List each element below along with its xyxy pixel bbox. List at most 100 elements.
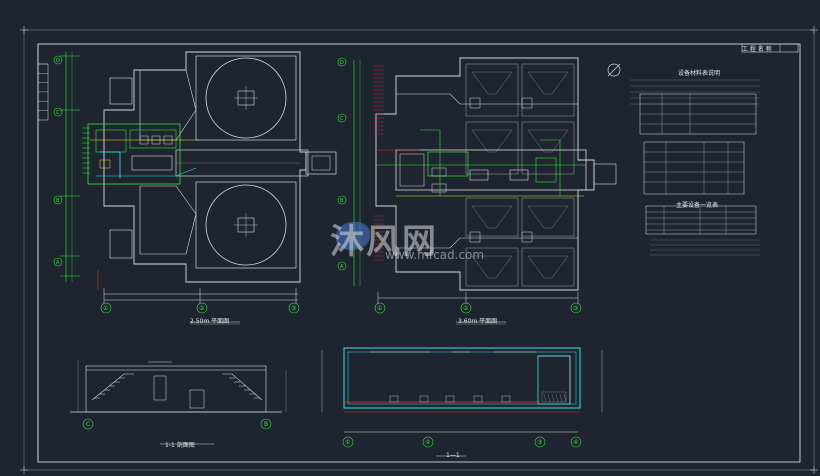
valve — [521, 231, 533, 243]
watermark-text: 沐风网 — [330, 222, 438, 262]
valve — [521, 97, 533, 109]
axis-bubble — [342, 436, 354, 448]
equipment-box — [431, 167, 447, 177]
pipe-green — [540, 139, 561, 196]
notes-table-2 — [643, 141, 745, 195]
chamber-hopper — [527, 255, 569, 279]
chamber-hopper — [471, 205, 513, 229]
pump-room-top — [109, 77, 133, 105]
filter-chamber — [521, 63, 575, 117]
table-heading: 主要设备一览表 — [676, 202, 719, 209]
grid-bubble — [53, 257, 63, 267]
axis-bubble — [82, 418, 94, 430]
section-left-title: 1-1 剖面图 — [165, 442, 195, 449]
chamber-hopper — [471, 255, 513, 279]
axis-bubble — [374, 302, 386, 314]
axis-bubble — [196, 302, 208, 314]
grid-bubble — [53, 195, 63, 205]
axis-bubble-label: ② — [199, 305, 205, 312]
filter-chamber — [465, 121, 519, 175]
operation-room — [87, 123, 181, 185]
fitting-yellow — [99, 159, 111, 169]
chamber-hopper — [471, 129, 513, 153]
grid-bubble-label: C — [340, 116, 344, 122]
left-plan-outline — [103, 51, 307, 283]
tank-top — [195, 55, 297, 141]
grid-bubble-label: B — [340, 198, 344, 204]
axis-bubble — [260, 418, 272, 430]
grid-bubble-label: D — [56, 58, 60, 64]
gravel-mark — [547, 393, 551, 403]
right-plan-outline — [375, 57, 595, 291]
chamber-hopper — [471, 71, 513, 95]
equipment-tank — [469, 169, 489, 181]
plan-right-title: 3.60m 平面图 — [458, 318, 498, 325]
axis-bubble — [100, 302, 112, 314]
corridor-room — [399, 153, 425, 187]
north-arrow-needle — [607, 63, 621, 77]
axis-bubble-label: ③ — [291, 305, 296, 312]
gravel-mark — [559, 393, 563, 403]
grid-bubble — [337, 57, 347, 67]
valve — [469, 97, 481, 109]
section-tank-outline — [343, 347, 581, 409]
filter-chamber — [465, 247, 519, 287]
filter-chamber — [521, 247, 575, 287]
equipment-table — [645, 205, 757, 235]
axis-bubble-label: C — [86, 421, 90, 428]
outer-frame — [23, 29, 815, 471]
axis-bubble-label: ② — [425, 439, 431, 446]
outlet-box — [305, 151, 337, 175]
filter-chamber — [465, 63, 519, 117]
section-support — [473, 395, 483, 403]
section-building — [85, 365, 267, 413]
left-funnel-top — [139, 69, 197, 141]
grid-bubble — [337, 195, 347, 205]
section-support — [445, 395, 455, 403]
title-block-text: 工 程 名 称 — [742, 46, 772, 53]
clarifier-bottom — [205, 184, 287, 266]
corridor-equipment — [535, 157, 557, 183]
axis-bubble-label: ③ — [537, 439, 542, 446]
chamber-hopper — [527, 205, 569, 229]
section-wet-well-detail — [538, 355, 571, 404]
axis-bubble — [460, 302, 472, 314]
grid-bubble — [337, 261, 347, 271]
grid-bubble-label: C — [56, 110, 60, 116]
north-arrow — [607, 63, 621, 77]
axis-bubble — [422, 436, 434, 448]
equipment-tank — [131, 155, 173, 171]
axis-bubble-label: B — [264, 421, 268, 428]
axis-bubble — [534, 436, 546, 448]
equipment-box — [431, 183, 447, 193]
chamber-hopper — [527, 71, 569, 95]
watermark-url: www.mfcad.com — [385, 248, 485, 262]
grid-bubble-label: A — [340, 264, 344, 270]
section-door — [189, 389, 205, 409]
axis-bubble — [288, 302, 300, 314]
filter-chamber — [521, 197, 575, 237]
axis-bubble — [570, 302, 582, 314]
grid-bubble — [337, 113, 347, 123]
section-stair — [222, 373, 263, 401]
right-corridor — [395, 149, 587, 191]
main-pipe — [396, 237, 578, 249]
clarifier-top — [205, 57, 287, 139]
axis-bubble-label: ④ — [573, 439, 578, 446]
section-support — [389, 395, 399, 403]
operation-room-inner — [95, 129, 127, 153]
pipe-cyan — [96, 167, 197, 177]
right-outlet-box — [593, 163, 617, 185]
gravel-mark — [555, 393, 559, 403]
axis-bubble-label: ③ — [573, 305, 578, 312]
corridor-equipment — [427, 151, 469, 177]
grid-bubble-label: D — [340, 60, 344, 66]
notes-heading: 设备材料表说明 — [678, 70, 721, 77]
tank-bottom — [195, 181, 297, 269]
section-support — [419, 395, 429, 403]
filter-chamber — [465, 197, 519, 237]
grid-bubble-label: A — [56, 260, 60, 266]
section-tank-inner — [347, 351, 577, 405]
